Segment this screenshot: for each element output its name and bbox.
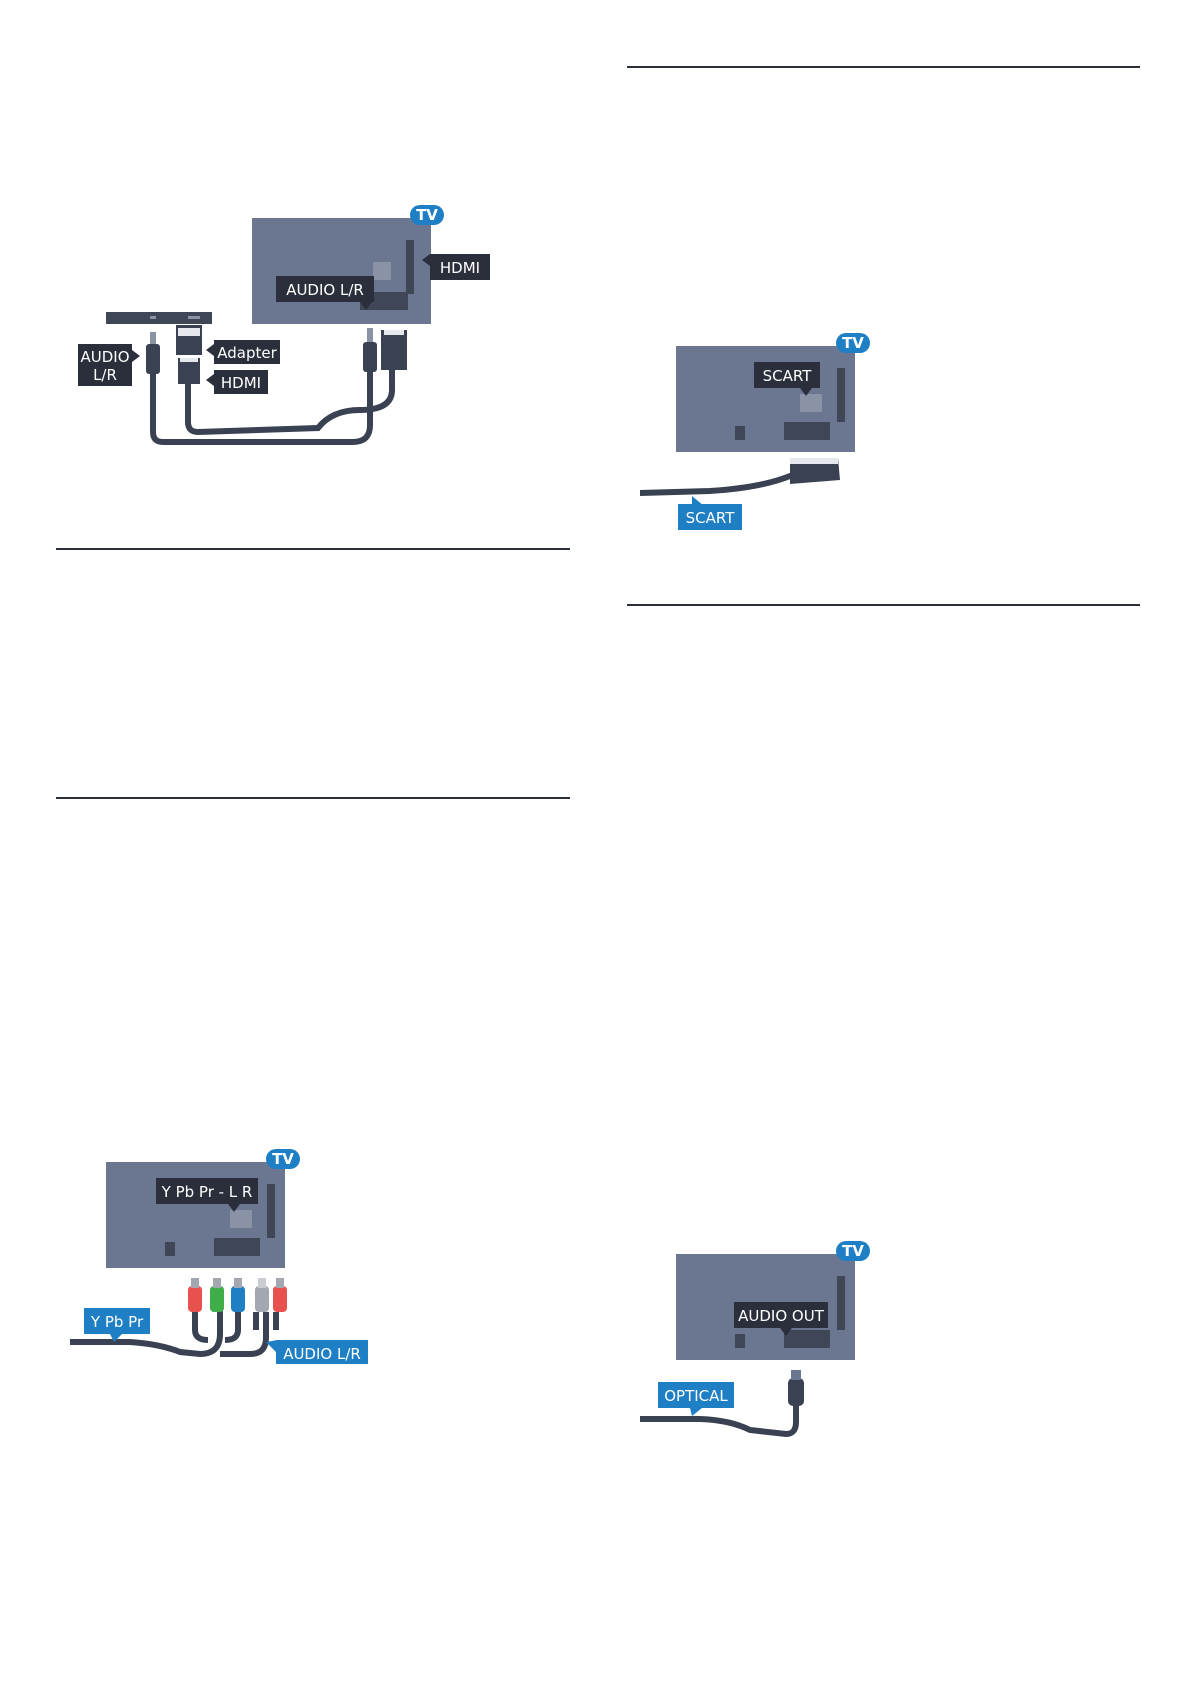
device-body — [106, 312, 212, 324]
optical-plug — [788, 1370, 804, 1406]
tv-audio-plug — [363, 342, 377, 372]
audio-cable — [220, 1312, 269, 1357]
scart-diagram: TV SCART SCART — [640, 333, 870, 530]
svg-text:HDMI: HDMI — [221, 374, 261, 392]
adapter-label: Adapter — [206, 340, 280, 364]
svg-text:AUDIO L/R: AUDIO L/R — [286, 281, 364, 299]
device-audio-label: AUDIO L/R — [78, 344, 140, 386]
tv-badge: TV — [410, 205, 444, 225]
rca-plug-red-audio — [273, 1278, 287, 1312]
svg-text:Adapter: Adapter — [217, 344, 277, 362]
audio-out-port-label: AUDIO OUT — [734, 1302, 828, 1336]
svg-text:TV: TV — [272, 1150, 294, 1168]
tv-badge: TV — [266, 1149, 300, 1169]
rca-plug-red-video — [188, 1278, 202, 1312]
tv-badge-text: TV — [416, 206, 438, 224]
audio-cable-label: AUDIO L/R — [266, 1340, 368, 1364]
optical-cable — [640, 1401, 799, 1438]
optical-diagram: TV AUDIO OUT OPTICAL — [640, 1241, 870, 1438]
scart-cable — [640, 469, 803, 496]
section-divider-right-2 — [627, 604, 1140, 606]
audio-cable — [150, 370, 373, 445]
tv-hdmi-port-label: HDMI — [422, 254, 490, 280]
rca-plug-blue-video — [231, 1278, 245, 1312]
ypbpr-port-label: Y Pb Pr - L R — [156, 1178, 258, 1212]
svg-text:TV: TV — [842, 1242, 864, 1260]
tv-hdmi-plug — [381, 330, 407, 370]
svg-text:AUDIO OUT: AUDIO OUT — [738, 1307, 825, 1325]
svg-text:OPTICAL: OPTICAL — [664, 1387, 728, 1405]
tv-badge: TV — [836, 1241, 870, 1261]
svg-text:Y Pb Pr - L R: Y Pb Pr - L R — [161, 1183, 253, 1201]
svg-text:TV: TV — [842, 334, 864, 352]
tv-audio-port-label: AUDIO L/R — [276, 276, 374, 310]
optical-cable-label: OPTICAL — [658, 1382, 734, 1416]
svg-text:L/R: L/R — [93, 366, 117, 384]
scart-cable-label: SCART — [678, 496, 742, 530]
section-divider-right-top — [627, 66, 1140, 68]
device-audio-plug — [146, 344, 160, 374]
ypbpr-cable — [70, 1309, 223, 1358]
svg-text:Y Pb Pr: Y Pb Pr — [90, 1313, 144, 1331]
scart-plug — [790, 458, 840, 484]
svg-text:SCART: SCART — [686, 509, 736, 527]
scart-port-label: SCART — [754, 362, 820, 396]
rca-plug-green-video — [210, 1278, 224, 1312]
hdmi-cable — [185, 370, 395, 436]
rca-plug-white-audio — [255, 1278, 269, 1312]
section-divider-left-2 — [56, 797, 570, 799]
hdmi-audio-adapter-diagram: TV HDMI AUDIO L/R AUDIO L/R Adapter — [78, 205, 490, 445]
svg-text:SCART: SCART — [763, 367, 813, 385]
section-divider-left-1 — [56, 548, 570, 550]
ypbpr-diagram: TV Y Pb Pr - L R Y Pb Pr AUDIO L/R — [70, 1149, 368, 1364]
tv-badge: TV — [836, 333, 870, 353]
device-hdmi-plug — [178, 358, 200, 384]
svg-text:AUDIO: AUDIO — [80, 348, 129, 366]
svg-text:HDMI: HDMI — [440, 259, 480, 277]
ypbpr-cable-label: Y Pb Pr — [84, 1308, 150, 1342]
svg-text:AUDIO L/R: AUDIO L/R — [283, 1345, 361, 1363]
device-hdmi-label: HDMI — [206, 370, 268, 394]
